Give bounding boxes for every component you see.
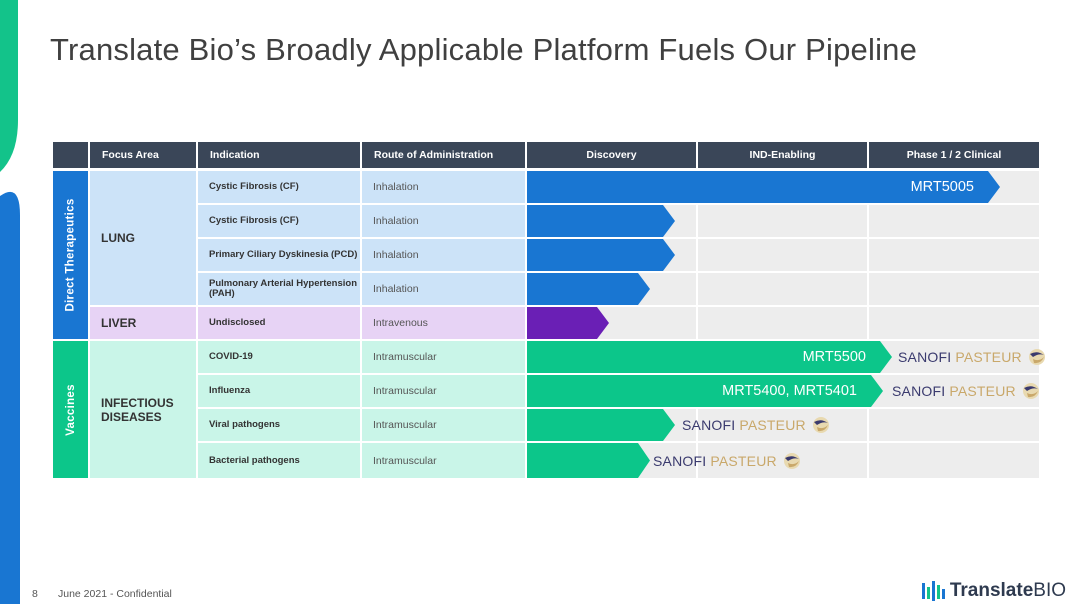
pipeline-bar-pcd (527, 239, 675, 271)
translate-bio-logo: Translate BIO (921, 580, 1066, 602)
focus-liver: LIVER (90, 307, 196, 339)
group-direct-label: Direct Therapeutics (64, 198, 77, 312)
stage-cell (869, 375, 1039, 407)
route-cell: Inhalation (362, 273, 525, 305)
logo-name: Translate (949, 580, 1034, 601)
pipeline-bar-viral (527, 409, 675, 441)
stage-cell (698, 307, 867, 339)
partner-sanofi-pasteur: SANOFI PASTEUR (898, 341, 1047, 373)
header-focus-area: Focus Area (90, 142, 196, 168)
indication-cell: Cystic Fibrosis (CF) (198, 205, 360, 237)
sanofi-pasteur-icon (1022, 383, 1039, 399)
partner-sanofi-pasteur: SANOFI PASTEUR (892, 375, 1041, 407)
route-cell: Intramuscular (362, 443, 525, 478)
pipeline-bar-cf (527, 205, 675, 237)
stage-cell (869, 239, 1039, 271)
group-vaccines: Vaccines (53, 341, 88, 478)
indication-cell: Influenza (198, 375, 360, 407)
stage-cell (869, 409, 1039, 441)
stage-cell (698, 273, 867, 305)
footer-text: June 2021 - Confidential (58, 588, 172, 600)
header-indication: Indication (198, 142, 360, 168)
stage-cell (698, 443, 867, 478)
header-phase: Phase 1 / 2 Clinical (869, 142, 1039, 168)
stage-cell (869, 341, 1039, 373)
stage-cell (869, 443, 1039, 478)
route-cell: Intramuscular (362, 409, 525, 441)
indication-cell: Pulmonary Arterial Hypertension (PAH) (198, 273, 360, 305)
pipeline-bar-pah (527, 273, 650, 305)
sanofi-pasteur-icon (1028, 349, 1045, 365)
partner-pasteur: PASTEUR (949, 383, 1016, 399)
partner-sanofi: SANOFI (682, 417, 736, 433)
stage-cell (869, 205, 1039, 237)
logo-suffix: BIO (1033, 580, 1066, 601)
header-corner (53, 142, 88, 168)
stage-cell (698, 409, 867, 441)
header-route: Route of Administration (362, 142, 525, 168)
logo-mark-icon (921, 581, 945, 601)
indication-cell: COVID-19 (198, 341, 360, 373)
partner-sanofi: SANOFI (898, 349, 952, 365)
stage-cell (698, 205, 867, 237)
program-label: MRT5500 (802, 349, 866, 365)
pipeline-bar-bacterial (527, 443, 650, 478)
pipeline-bar-mrt5005: MRT5005 (527, 171, 1000, 203)
route-cell: Intramuscular (362, 375, 525, 407)
group-vaccines-label: Vaccines (64, 383, 77, 436)
indication-cell: Primary Ciliary Dyskinesia (PCD) (198, 239, 360, 271)
left-decoration (0, 0, 20, 604)
route-cell: Inhalation (362, 205, 525, 237)
group-direct-therapeutics: Direct Therapeutics (53, 171, 88, 339)
pipeline-bar-mrt5500: MRT5500 (527, 341, 892, 373)
pipeline-bar-mrt5400: MRT5400, MRT5401 (527, 375, 883, 407)
route-cell: Inhalation (362, 171, 525, 203)
route-cell: Inhalation (362, 239, 525, 271)
partner-sanofi-pasteur: SANOFI PASTEUR (653, 443, 802, 478)
focus-lung: LUNG (90, 171, 196, 305)
sanofi-pasteur-icon (812, 417, 829, 433)
header-ind-enabling: IND-Enabling (698, 142, 867, 168)
sanofi-pasteur-icon (783, 452, 800, 469)
page-title: Translate Bio’s Broadly Applicable Platf… (50, 32, 918, 67)
stage-cell (869, 307, 1039, 339)
partner-pasteur: PASTEUR (710, 452, 777, 469)
pipeline-bar-liver (527, 307, 609, 339)
partner-pasteur: PASTEUR (955, 349, 1022, 365)
program-label: MRT5400, MRT5401 (722, 383, 857, 399)
stage-cell (698, 239, 867, 271)
stage-cell (869, 273, 1039, 305)
header-discovery: Discovery (527, 142, 696, 168)
partner-sanofi: SANOFI (892, 383, 946, 399)
page-number: 8 (32, 588, 38, 600)
indication-cell: Cystic Fibrosis (CF) (198, 171, 360, 203)
indication-cell: Viral pathogens (198, 409, 360, 441)
partner-sanofi: SANOFI (653, 452, 707, 469)
partner-pasteur: PASTEUR (739, 417, 806, 433)
partner-sanofi-pasteur: SANOFI PASTEUR (682, 409, 831, 441)
indication-cell: Undisclosed (198, 307, 360, 339)
route-cell: Intramuscular (362, 341, 525, 373)
program-label: MRT5005 (910, 179, 974, 195)
route-cell: Intravenous (362, 307, 525, 339)
focus-infectious: INFECTIOUS DISEASES (90, 341, 196, 478)
indication-cell: Bacterial pathogens (198, 443, 360, 478)
